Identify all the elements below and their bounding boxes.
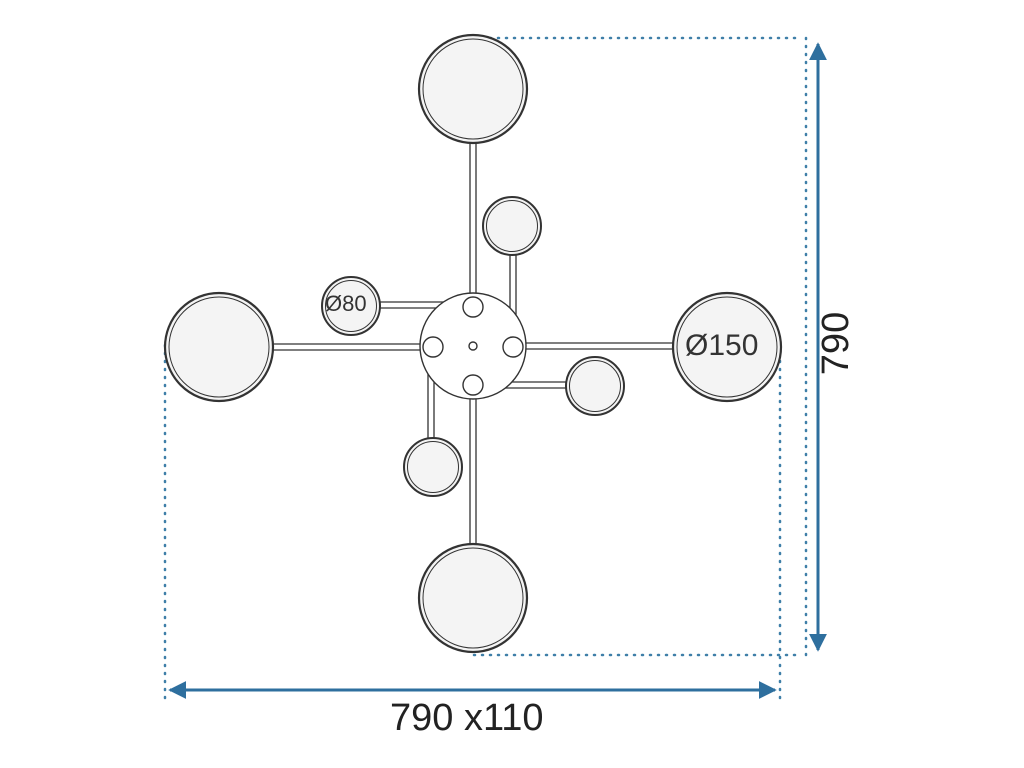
canopy xyxy=(419,292,527,400)
large-shade-left xyxy=(163,291,275,403)
canopy-center-screw xyxy=(468,341,478,351)
width-dimension-label: 790 x110 xyxy=(390,697,544,739)
small-shade-right xyxy=(565,356,625,416)
joint-top xyxy=(462,296,484,318)
small-shade-bottom-left xyxy=(403,437,463,497)
large-shade-diameter-label: Ø150 xyxy=(685,329,759,362)
large-shade-bottom xyxy=(417,542,529,654)
joint-right xyxy=(502,336,524,358)
small-shade-top-right xyxy=(482,196,542,256)
small-shade-diameter-label: Ø80 xyxy=(325,291,367,316)
large-shade-top xyxy=(417,33,529,145)
large-shades xyxy=(163,33,783,654)
height-dimension-label: 790 xyxy=(815,311,858,376)
small-shade-left xyxy=(321,276,381,336)
dimension-arrows xyxy=(168,42,827,699)
joint-bottom xyxy=(462,374,484,396)
joint-left xyxy=(422,336,444,358)
large-shade-right xyxy=(671,291,783,403)
guide-lines xyxy=(163,36,808,702)
small-shades xyxy=(321,196,625,497)
